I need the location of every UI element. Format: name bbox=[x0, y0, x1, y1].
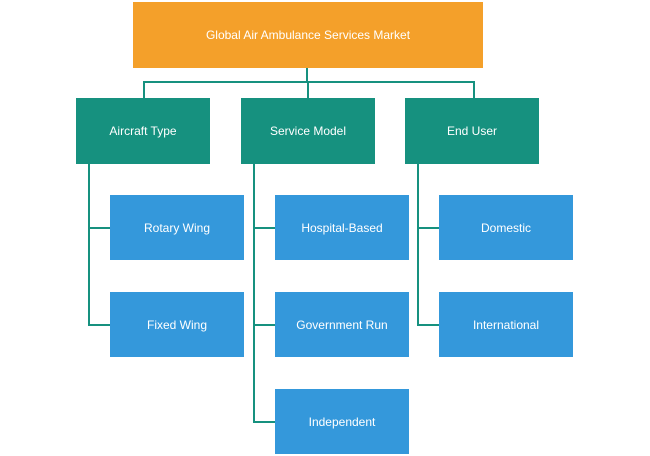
connector-service-model-spine bbox=[253, 164, 255, 423]
connector-root-stem bbox=[306, 68, 308, 82]
leaf-node-hospital-based: Hospital-Based bbox=[275, 195, 409, 260]
connector-aircraft-type-drop bbox=[143, 81, 145, 98]
root-node-label: Global Air Ambulance Services Market bbox=[205, 28, 411, 42]
leaf-node-domestic: Domestic bbox=[439, 195, 573, 260]
connector-aircraft-type-spine bbox=[88, 164, 90, 326]
connector-root-bus bbox=[143, 81, 475, 83]
root-node: Global Air Ambulance Services Market bbox=[133, 2, 483, 68]
leaf-node-label: Hospital-Based bbox=[301, 220, 383, 235]
leaf-node-label: Domestic bbox=[480, 220, 531, 235]
connector-independent bbox=[253, 421, 275, 423]
connector-service-model-drop bbox=[307, 81, 309, 98]
category-node-label: End User bbox=[446, 124, 498, 138]
category-node-aircraft-type: Aircraft Type bbox=[76, 98, 210, 164]
leaf-node-independent: Independent bbox=[275, 389, 409, 454]
connector-international bbox=[417, 324, 439, 326]
category-node-end-user: End User bbox=[405, 98, 539, 164]
leaf-node-label: Independent bbox=[308, 414, 376, 429]
connector-end-user-spine bbox=[417, 164, 419, 326]
leaf-node-government-run: Government Run bbox=[275, 292, 409, 357]
category-node-label: Service Model bbox=[269, 124, 347, 138]
leaf-node-label: Rotary Wing bbox=[143, 220, 211, 235]
leaf-node-fixed-wing: Fixed Wing bbox=[110, 292, 244, 357]
leaf-node-rotary-wing: Rotary Wing bbox=[110, 195, 244, 260]
leaf-node-label: Fixed Wing bbox=[146, 317, 208, 332]
connector-domestic bbox=[417, 227, 439, 229]
leaf-node-international: International bbox=[439, 292, 573, 357]
leaf-node-label: Government Run bbox=[296, 317, 388, 332]
connector-hospital-based bbox=[253, 227, 275, 229]
connector-rotary-wing bbox=[88, 227, 110, 229]
category-node-label: Aircraft Type bbox=[109, 124, 177, 138]
connector-government-run bbox=[253, 324, 275, 326]
category-node-service-model: Service Model bbox=[241, 98, 375, 164]
connector-end-user-drop bbox=[473, 81, 475, 98]
leaf-node-label: International bbox=[472, 317, 540, 332]
connector-fixed-wing bbox=[88, 324, 110, 326]
